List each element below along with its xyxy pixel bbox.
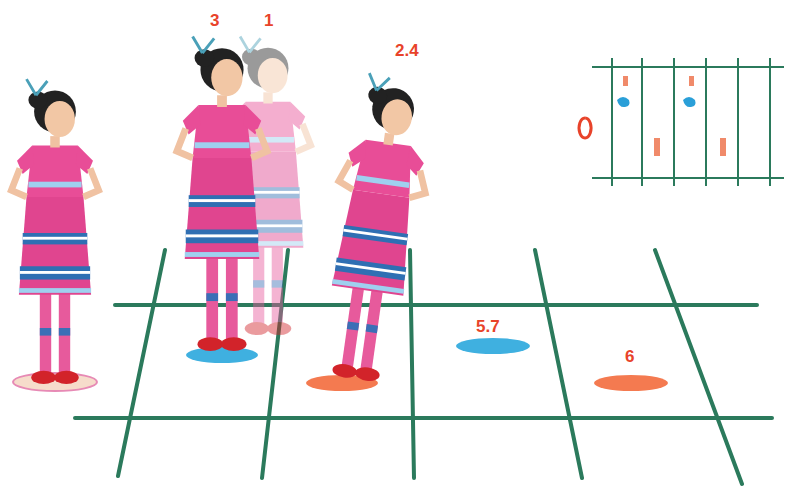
step-spot (456, 338, 530, 354)
step-number: 5.7 (476, 318, 500, 335)
inset-step-map (579, 58, 784, 186)
step-spot (186, 347, 258, 363)
step-spot (594, 375, 668, 391)
dancer (11, 79, 98, 384)
step-number: 6 (625, 348, 634, 365)
step-number: 1 (264, 12, 273, 29)
step-number: 2.4 (395, 42, 419, 59)
floor-grid (75, 250, 772, 484)
step-number: 3 (210, 12, 219, 29)
dancer (312, 71, 441, 385)
dancer (177, 36, 267, 351)
